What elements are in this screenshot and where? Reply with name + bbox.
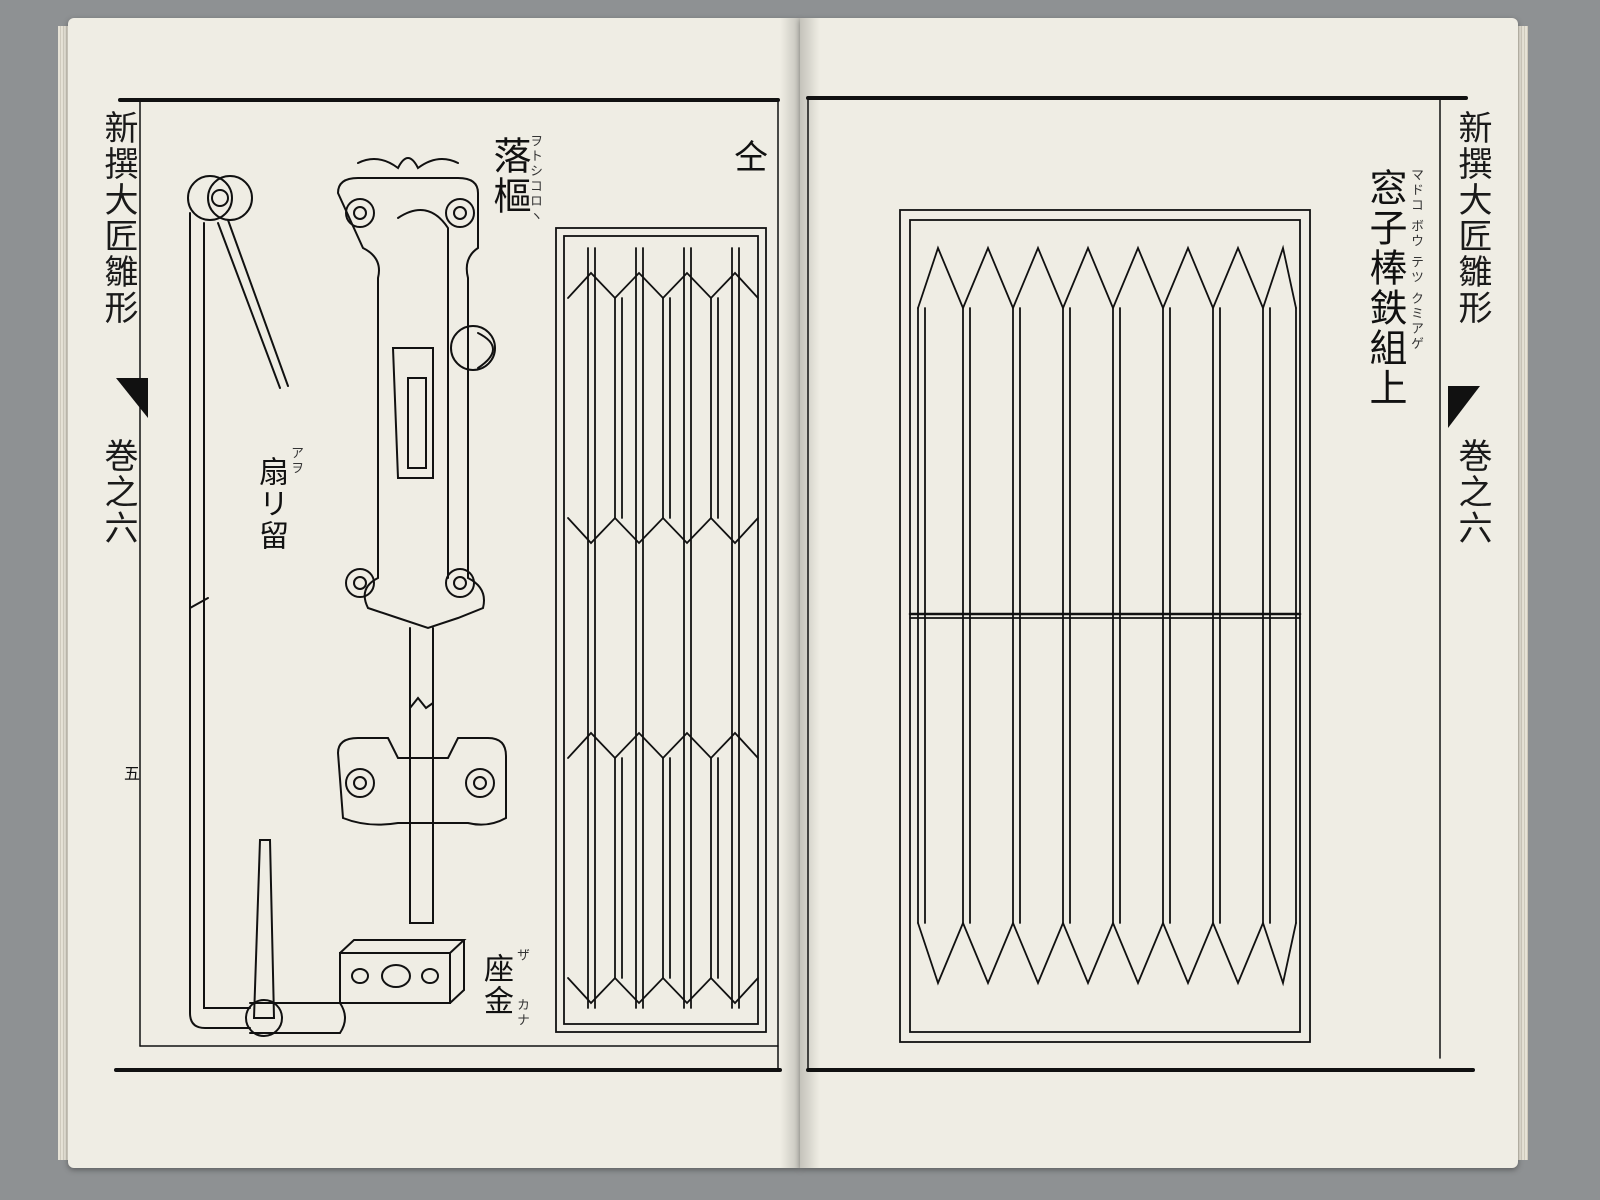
zakane-drawing: [339, 939, 467, 1004]
right-margin-wedge: [1448, 386, 1480, 428]
label-zakane: 座金: [478, 953, 513, 1017]
left-lattice-drawing: [555, 227, 767, 1033]
label-aori: 扇リ留: [253, 456, 288, 552]
page-number: 五: [124, 764, 141, 783]
label-otoshi-furigana: ヲトシコロヽ: [527, 134, 542, 224]
right-margin-volume: 巻之六: [1452, 438, 1492, 546]
right-lattice-drawing: [899, 209, 1311, 1043]
top-mark: 仝: [734, 138, 768, 178]
open-book: 新撰大匠雛形 巻之六 五 仝 落樞 ヲトシコロヽ 扇リ留 アヲ 座金 ザ カナ …: [58, 18, 1528, 1168]
right-title-furigana: マドコ ボウ テツ クミアゲ: [1408, 168, 1423, 352]
page-illustrations: [114, 96, 1480, 1072]
right-margin-title: 新撰大匠雛形: [1452, 110, 1492, 326]
label-otoshi: 落樞: [487, 136, 531, 216]
label-aori-furigana: アヲ: [288, 446, 303, 476]
right-title: 窓子棒鉄組上: [1363, 168, 1407, 408]
label-zakane-furigana-2: カナ: [514, 998, 529, 1028]
aori-dome-drawing: [187, 175, 346, 1037]
otoshi-latch-drawing: [336, 157, 507, 924]
label-zakane-furigana-1: ザ: [514, 948, 529, 963]
book-gutter: [780, 18, 820, 1168]
left-margin-title: 新撰大匠雛形: [98, 110, 138, 326]
right-page-edges: [1516, 26, 1528, 1160]
left-margin-wedge: [116, 378, 148, 418]
left-page-edges: [58, 26, 70, 1160]
left-margin-volume: 巻之六: [98, 438, 138, 546]
